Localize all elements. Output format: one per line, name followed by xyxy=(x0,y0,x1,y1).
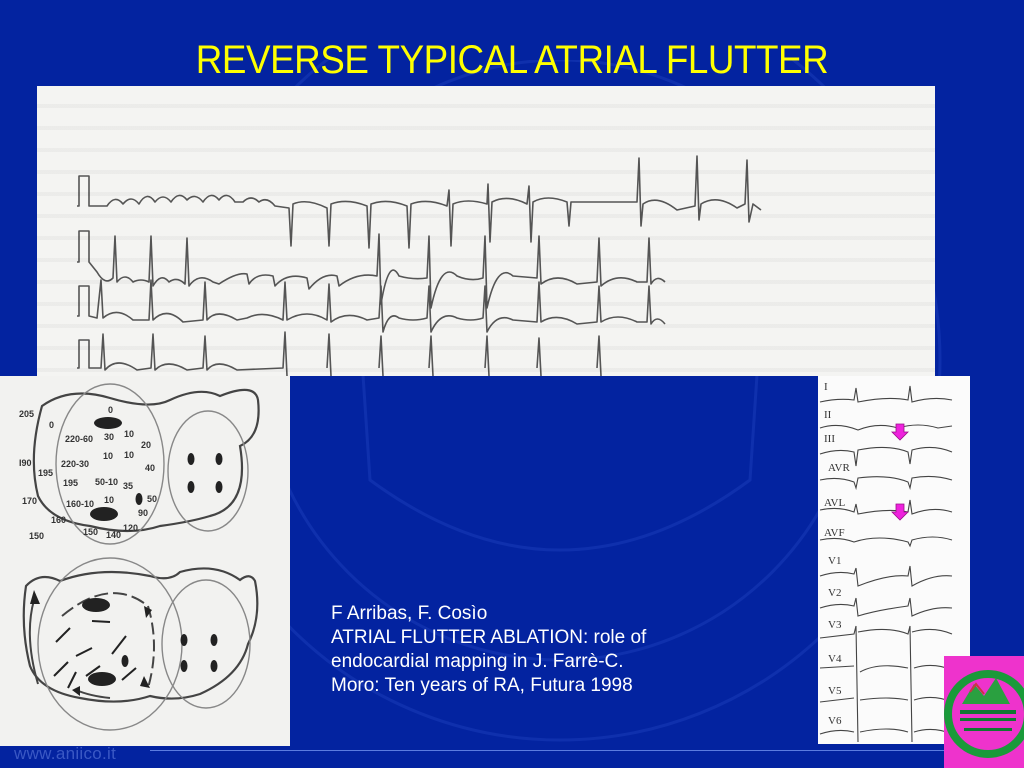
slide-title: REVERSE TYPICAL ATRIAL FLUTTER xyxy=(195,38,829,82)
ecg-row-4 xyxy=(77,331,602,376)
svg-text:220-60: 220-60 xyxy=(65,434,93,444)
svg-text:30: 30 xyxy=(104,432,114,442)
top-activation-diagram xyxy=(32,383,260,545)
footer-divider xyxy=(150,750,1024,751)
lead-label-v5: V5 xyxy=(828,685,842,697)
citation-title-line-1: ATRIAL FLUTTER ABLATION: role of xyxy=(331,627,647,648)
pink-arrows xyxy=(891,423,909,521)
lead-label-v1: V1 xyxy=(828,555,841,567)
lead-label-avf: AVF xyxy=(824,527,845,539)
ecg-strips-panel xyxy=(37,86,935,376)
lead-label-v6: V6 xyxy=(828,715,842,727)
svg-text:50-10: 50-10 xyxy=(95,477,118,487)
lead-label-v3: V3 xyxy=(828,619,842,631)
svg-text:150: 150 xyxy=(83,527,98,537)
svg-text:0: 0 xyxy=(108,405,113,415)
svg-text:195: 195 xyxy=(38,468,53,478)
arrow-down-icon xyxy=(891,423,909,441)
lead-label-avl: AVL xyxy=(824,497,845,509)
lead-label-avr: AVR xyxy=(828,462,850,474)
lead-label-v2: V2 xyxy=(828,587,841,599)
lead-label-iii: III xyxy=(824,433,835,445)
svg-text:0: 0 xyxy=(49,420,54,430)
svg-text:170: 170 xyxy=(22,496,37,506)
svg-text:35: 35 xyxy=(123,481,133,491)
ecg-row-2 xyxy=(77,230,666,309)
svg-text:120: 120 xyxy=(123,523,138,533)
svg-text:10: 10 xyxy=(103,451,113,461)
twelve-lead-ecg-image: I II III AVR AVL AVF V1 V2 V3 V4 V5 V6 xyxy=(819,381,953,743)
citation-authors: F Arribas, F. Cosìo xyxy=(331,603,488,624)
svg-text:160: 160 xyxy=(51,515,66,525)
svg-text:20: 20 xyxy=(141,440,151,450)
svg-text:205: 205 xyxy=(19,409,34,419)
footer-url: www.aniico.it xyxy=(14,744,117,763)
svg-text:50: 50 xyxy=(147,494,157,504)
paper-text-background xyxy=(37,86,935,376)
svg-text:140: 140 xyxy=(106,530,121,540)
citation-source: Moro: Ten years of RA, Futura 1998 xyxy=(331,675,633,696)
ecg-row-3 xyxy=(77,279,666,333)
institution-logo xyxy=(944,656,1024,768)
citation-block: F Arribas, F. Cosìo ATRIAL FLUTTER ABLAT… xyxy=(331,602,646,698)
svg-text:10: 10 xyxy=(104,495,114,505)
lead-label-i: I xyxy=(824,381,828,393)
svg-text:220-30: 220-30 xyxy=(61,459,89,469)
bottom-activation-diagram xyxy=(22,557,259,731)
svg-text:150: 150 xyxy=(29,531,44,541)
svg-text:10: 10 xyxy=(124,429,134,439)
activation-map-image: 205 0 I90 195 170 160 150 0 10 220-60 30… xyxy=(19,383,260,731)
ecg-strips-image xyxy=(77,155,762,376)
arrow-down-icon xyxy=(891,503,909,521)
activation-map-panel: 205 0 I90 195 170 160 150 0 10 220-60 30… xyxy=(0,376,290,746)
svg-text:90: 90 xyxy=(138,508,148,518)
citation-title-line-2: endocardial mapping in J. Farrè-C. xyxy=(331,651,624,672)
svg-text:I90: I90 xyxy=(19,458,32,468)
lead-label-ii: II xyxy=(824,409,832,421)
ecg-row-1 xyxy=(77,155,762,249)
svg-text:195: 195 xyxy=(63,478,78,488)
svg-text:160-10: 160-10 xyxy=(66,499,94,509)
lead-label-v4: V4 xyxy=(828,653,842,665)
svg-text:40: 40 xyxy=(145,463,155,473)
svg-text:10: 10 xyxy=(124,450,134,460)
